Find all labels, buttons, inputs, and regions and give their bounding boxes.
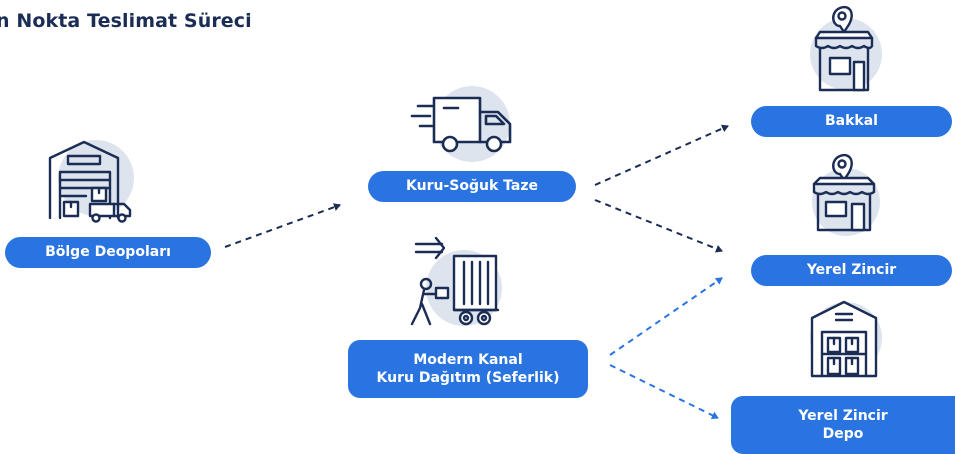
- node-yerel-zincir-depo: Yerel Zincir Depo: [731, 396, 955, 454]
- node-modern-kanal-line1: Modern Kanal: [413, 351, 523, 368]
- node-modern-kanal-line2: Kuru Dağıtım (Seferlik): [376, 370, 560, 386]
- node-yerel-zincir: Yerel Zincir: [751, 255, 952, 286]
- arrow-kuru-to-bakkal: [594, 124, 729, 186]
- diagram-title: n Nokta Teslimat Süreci: [0, 10, 252, 32]
- node-yerel-zincir-depo-line2: Depo: [822, 426, 864, 442]
- arrow-bolge-to-kuru: [224, 203, 341, 248]
- arrow-kuru-to-yerel: [594, 199, 723, 253]
- node-modern-kanal: Modern Kanal Kuru Dağıtım (Seferlik): [348, 340, 588, 398]
- node-kuru-soguk-taze: Kuru-Soğuk Taze: [368, 171, 576, 202]
- depot-shelves-icon: [810, 300, 882, 378]
- delivery-truck-icon: [410, 86, 512, 162]
- worker-loading-truck-icon: [410, 236, 502, 326]
- arrow-modern-to-depo: [609, 364, 719, 419]
- store-location-icon: [810, 5, 882, 92]
- warehouse-icon: [48, 140, 134, 223]
- node-yerel-zincir-depo-line1: Yerel Zincir: [798, 407, 888, 424]
- arrow-modern-to-yerel: [609, 277, 723, 356]
- node-bakkal: Bakkal: [751, 106, 952, 137]
- chain-store-location-icon: [812, 153, 880, 236]
- node-bolge-deopolari: Bölge Deopoları: [5, 237, 211, 268]
